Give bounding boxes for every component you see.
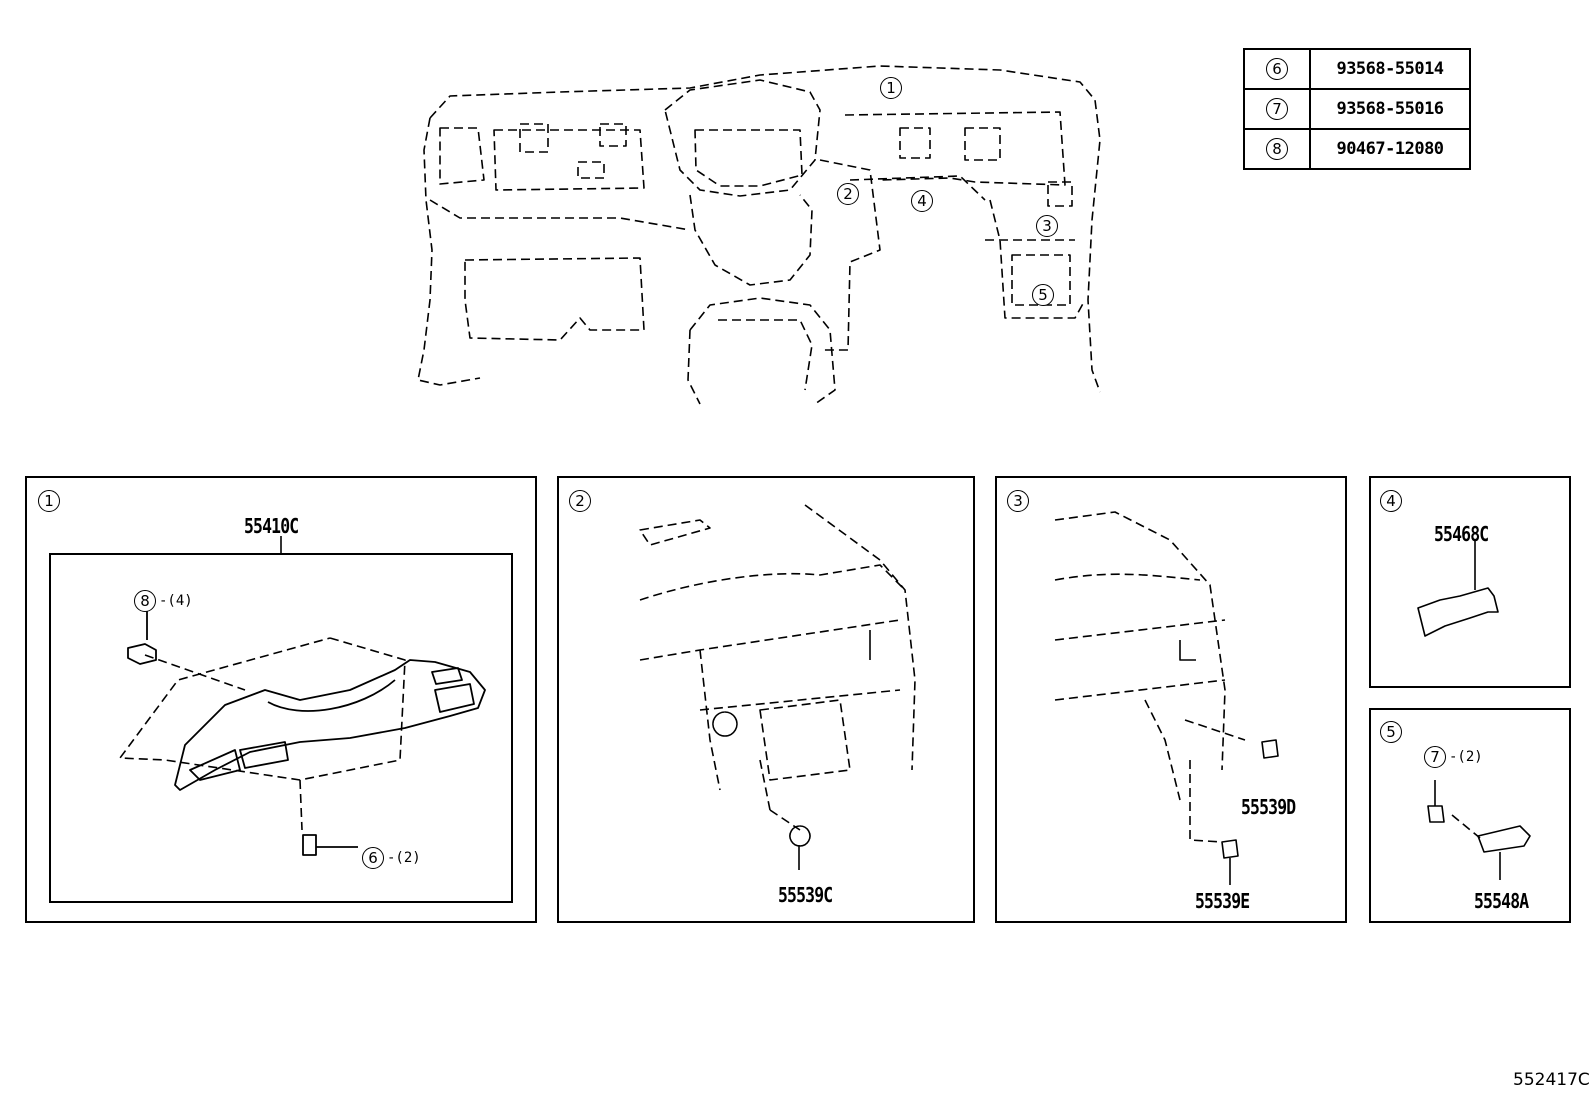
detail-panel-2 [557, 476, 975, 923]
detail-panel-3 [995, 476, 1347, 923]
panel-5-callout-7: 7 [1424, 746, 1446, 768]
table-row: 7 93568-55016 [1243, 88, 1471, 130]
parts-table: 6 93568-55014 7 93568-55016 8 90467-1208… [1243, 48, 1471, 170]
panel-1-callout-6: 6 [362, 847, 384, 869]
overview-callout-2: 2 [837, 183, 859, 205]
table-ref-7: 7 [1266, 98, 1288, 120]
panel-3-art [1054, 511, 1279, 885]
table-part-number: 93568-55014 [1309, 48, 1471, 90]
panel-2-ref: 2 [569, 490, 591, 512]
panel-1-inner-frame [49, 553, 513, 903]
table-part-number: 90467-12080 [1309, 128, 1471, 170]
drawing-id: 552417C [1513, 1070, 1590, 1090]
table-row: 8 90467-12080 [1243, 128, 1471, 170]
overview-callout-1: 1 [880, 77, 902, 99]
table-ref-8: 8 [1266, 138, 1288, 160]
part-number-55410C: 55410C [244, 514, 299, 538]
part-number-55539E: 55539E [1195, 889, 1250, 913]
overview-callout-4: 4 [911, 190, 933, 212]
part-number-55548A: 55548A [1474, 889, 1529, 913]
dashboard-overview-outline [417, 65, 1101, 405]
detail-panel-4 [1369, 476, 1571, 688]
overview-callout-3: 3 [1036, 215, 1058, 237]
panel-3-ref: 3 [1007, 490, 1029, 512]
panel-4-art [1417, 540, 1499, 637]
detail-panel-1 [25, 476, 537, 923]
overview-callout-5: 5 [1032, 284, 1054, 306]
panel-1-ref: 1 [38, 490, 60, 512]
panel-5-qty-7: -(2) [1449, 749, 1483, 765]
table-ref-6: 6 [1266, 58, 1288, 80]
table-part-number: 93568-55016 [1309, 88, 1471, 130]
part-number-55468C: 55468C [1434, 522, 1489, 546]
panel-4-ref: 4 [1380, 490, 1402, 512]
panel-1-callout-8: 8 [134, 590, 156, 612]
panel-5-art [1427, 780, 1531, 880]
panel-2-art [639, 504, 916, 870]
part-number-55539D: 55539D [1241, 795, 1296, 819]
panel-1-art [119, 536, 486, 856]
panel-1-qty-8: -(4) [159, 593, 193, 609]
panel-1-qty-6: -(2) [387, 850, 421, 866]
part-number-55539C: 55539C [778, 883, 833, 907]
panel-5-ref: 5 [1380, 721, 1402, 743]
detail-panel-5 [1369, 708, 1571, 923]
table-row: 6 93568-55014 [1243, 48, 1471, 90]
